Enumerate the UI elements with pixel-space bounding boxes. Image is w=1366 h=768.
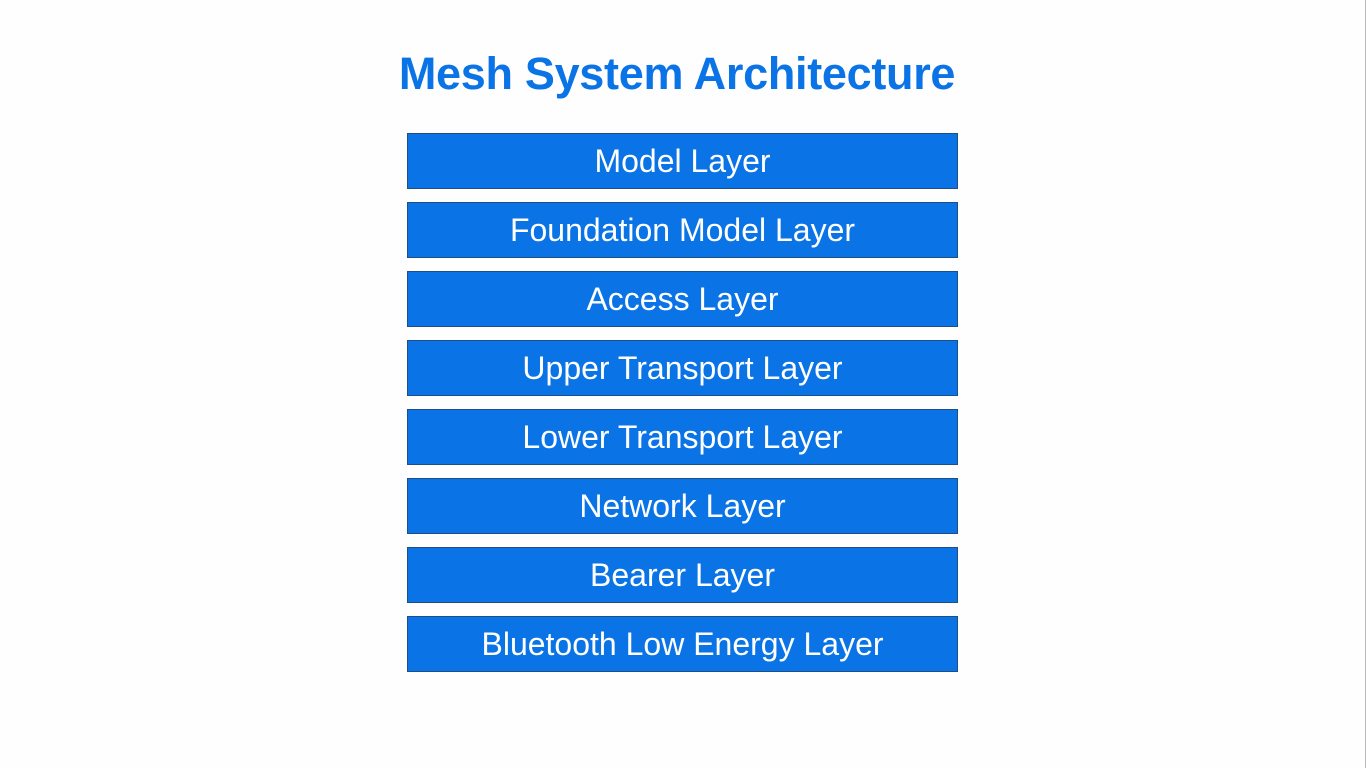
layer-stack: Model Layer Foundation Model Layer Acces… — [407, 133, 958, 685]
layer-model: Model Layer — [407, 133, 958, 189]
layer-bluetooth-low-energy: Bluetooth Low Energy Layer — [407, 616, 958, 672]
slide-title: Mesh System Architecture — [398, 48, 956, 99]
layer-network: Network Layer — [407, 478, 958, 534]
layer-bearer: Bearer Layer — [407, 547, 958, 603]
layer-foundation-model: Foundation Model Layer — [407, 202, 958, 258]
layer-lower-transport: Lower Transport Layer — [407, 409, 958, 465]
layer-access: Access Layer — [407, 271, 958, 327]
layer-upper-transport: Upper Transport Layer — [407, 340, 958, 396]
